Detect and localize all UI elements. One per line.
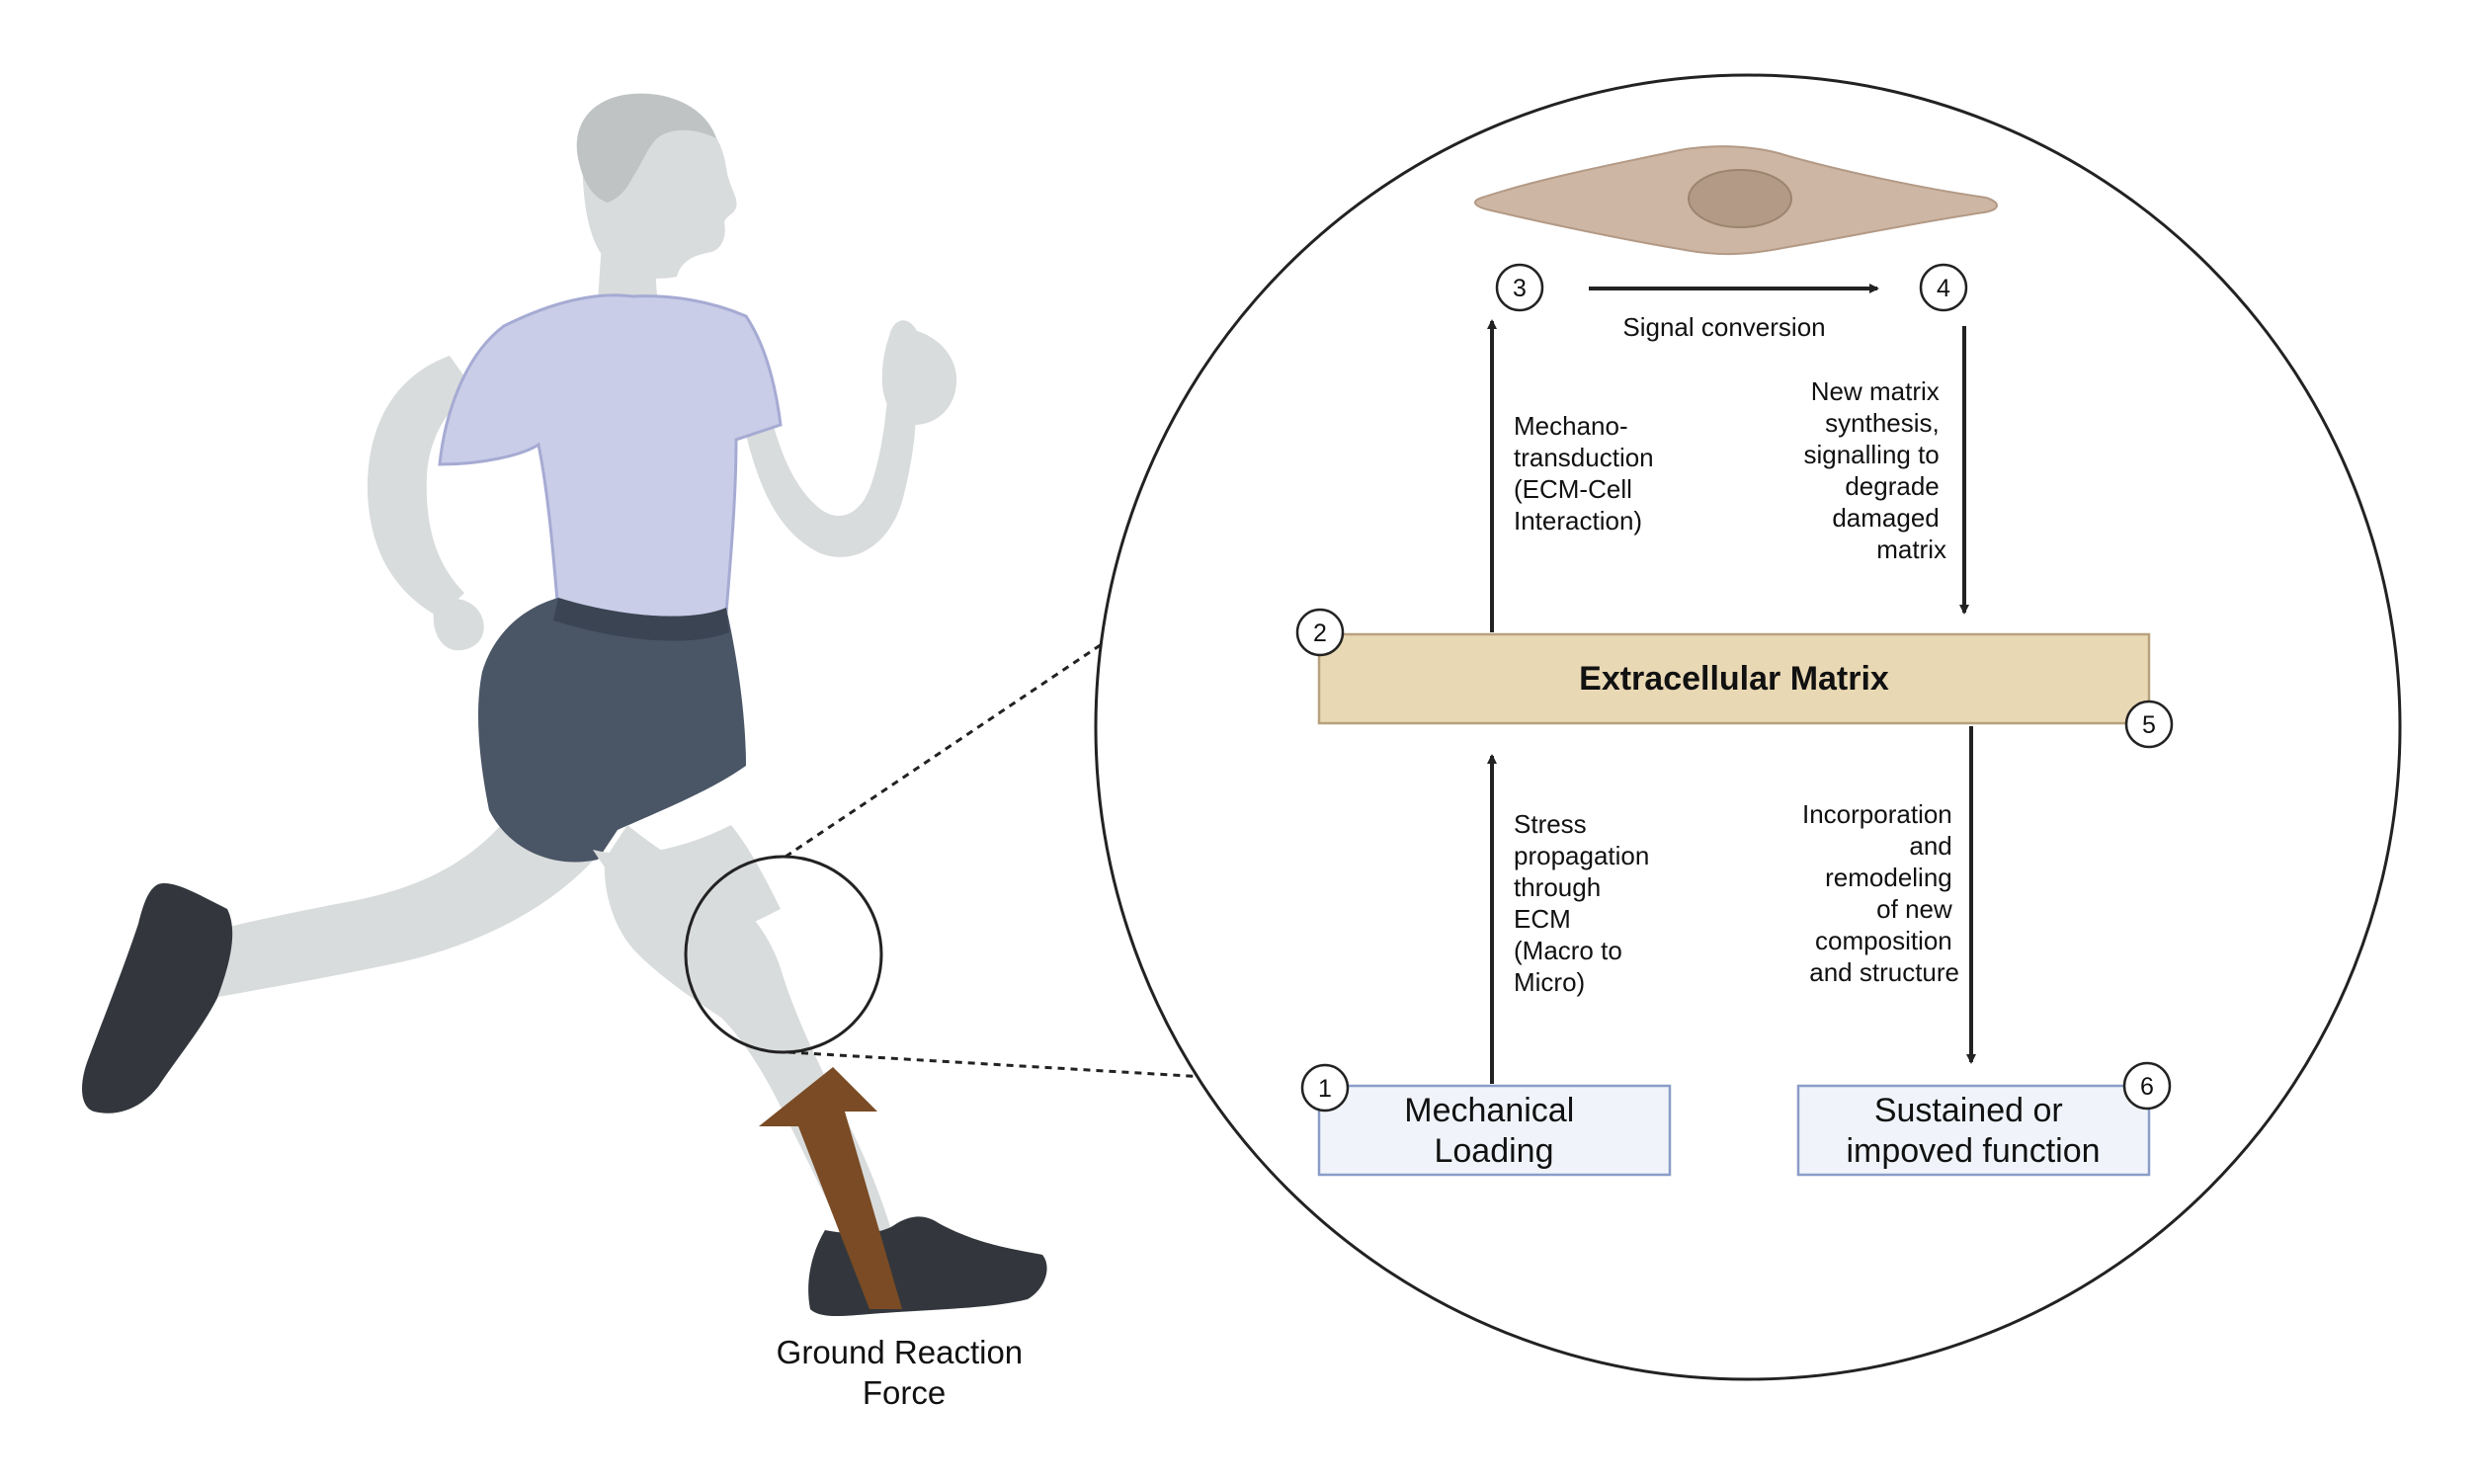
runner-shorts-waistband: [553, 598, 729, 641]
extracellular-matrix-title: Extracellular Matrix: [1579, 660, 1889, 698]
knee-zoom-circle: [684, 855, 883, 1054]
mechanical-loading-label: Mechanical Loading: [1404, 1092, 1583, 1170]
extracellular-matrix-bar: [1317, 632, 2151, 725]
svg-text:3: 3: [1513, 275, 1527, 302]
cell-nucleus: [1688, 169, 1792, 228]
sustained-function-label: Sustained or impoved function: [1846, 1092, 2100, 1170]
svg-text:1: 1: [1318, 1075, 1332, 1103]
force-arrow: [759, 1067, 902, 1309]
incorporation-label: Incorporation and remodeling of new comp…: [1802, 799, 1959, 987]
svg-text:2: 2: [1313, 619, 1327, 647]
runner-shorts: [478, 598, 746, 863]
signal-conversion-label: Signal conversion: [1622, 312, 1825, 342]
runner-back-leg: [203, 810, 603, 998]
step-marker-5: 5: [2124, 700, 2174, 749]
runner-back-arm: [367, 356, 474, 618]
step-marker-1: 1: [1300, 1063, 1350, 1113]
magnified-view-circle: [1094, 73, 2402, 1381]
runner-back-hand: [433, 599, 484, 651]
runner-back-shoe: [82, 883, 233, 1113]
step-marker-2: 2: [1295, 608, 1345, 657]
new-matrix-label: New matrix synthesis, signalling to degr…: [1803, 376, 1946, 564]
runner-shirt: [438, 293, 783, 629]
zoom-line-bottom: [787, 1050, 1206, 1079]
runner-thigh: [593, 825, 781, 948]
sustained-function-box: [1796, 1084, 2151, 1177]
runner-figure: [82, 93, 1047, 1317]
runner-front-hand: [881, 320, 957, 425]
ground-reaction-label: Ground Reaction Force: [777, 1334, 1033, 1411]
step-marker-3: 3: [1495, 263, 1544, 312]
fibroblast-cell: [1474, 145, 1998, 256]
runner-hair: [576, 93, 716, 203]
runner-front-arm: [746, 375, 916, 557]
step-marker-4: 4: [1919, 263, 1968, 312]
zoom-line-top: [785, 640, 1106, 859]
svg-text:5: 5: [2142, 711, 2156, 739]
mechanical-loading-box: [1317, 1084, 1672, 1177]
stress-propagation-label: Stress propagation through ECM (Macro to…: [1514, 809, 1657, 997]
svg-text:4: 4: [1937, 275, 1950, 302]
mechanotransduction-label: Mechano- transduction (ECM-Cell Interact…: [1514, 411, 1661, 536]
step-marker-6: 6: [2122, 1061, 2172, 1111]
svg-text:6: 6: [2140, 1073, 2154, 1101]
